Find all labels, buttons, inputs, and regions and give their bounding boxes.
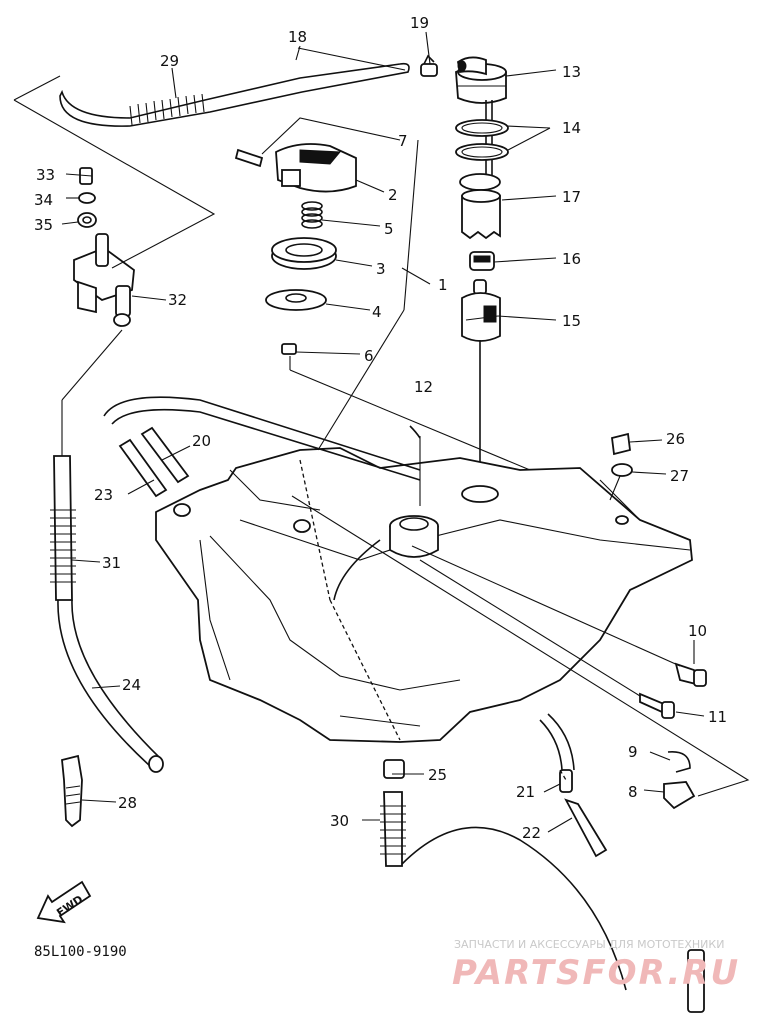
fwd-arrow-icon: FWD [36, 880, 92, 924]
callout-6: 6 [364, 347, 374, 365]
callout-26: 26 [666, 430, 685, 448]
hoses-left [50, 426, 190, 828]
leader-lines [13, 75, 750, 797]
callout-35: 35 [34, 216, 53, 234]
callout-7: 7 [398, 132, 408, 150]
callout-24: 24 [122, 676, 141, 694]
callout-21: 21 [516, 783, 535, 801]
callout-14: 14 [562, 119, 581, 137]
callout-13: 13 [562, 63, 581, 81]
vent-hose-29-18 [59, 62, 410, 127]
callout-12: 12 [414, 378, 433, 396]
callout-2: 2 [388, 186, 398, 204]
hose-30-ribs [380, 805, 406, 855]
callout-34: 34 [34, 191, 53, 209]
watermark-tagline: ЗАПЧАСТИ И АКСЕССУАРЫ ДЛЯ МОТОТЕХНИКИ [454, 938, 724, 951]
callout-11: 11 [708, 708, 727, 726]
callout-23: 23 [94, 486, 113, 504]
callout-32: 32 [168, 291, 187, 309]
sender-parts [234, 143, 357, 355]
callout-25: 25 [428, 766, 447, 784]
callout-10: 10 [688, 622, 707, 640]
watermark-brand: PARTSFOR.RU [452, 953, 740, 993]
diagram-code: 85L100-9190 [34, 944, 127, 960]
clip-19 [420, 54, 438, 77]
callout-15: 15 [562, 312, 581, 330]
callout-leaders [61, 31, 705, 833]
callout-30: 30 [330, 812, 349, 830]
callout-labels: 1 2 3 4 5 6 7 8 9 10 11 12 13 14 15 16 1… [34, 14, 727, 842]
fuel-cock-assembly [73, 167, 135, 327]
watermark: ЗАПЧАСТИ И АКСЕССУАРЫ ДЛЯ МОТОТЕХНИКИ PA… [452, 938, 740, 993]
callout-1: 1 [438, 276, 448, 294]
callout-8: 8 [628, 783, 638, 801]
callout-17: 17 [562, 188, 581, 206]
hoses-bottom [380, 759, 705, 1013]
callout-4: 4 [372, 303, 382, 321]
callout-33: 33 [36, 166, 55, 184]
callout-20: 20 [192, 432, 211, 450]
callout-5: 5 [384, 220, 394, 238]
callout-22: 22 [522, 824, 541, 842]
callout-3: 3 [376, 260, 386, 278]
fuel-tank-body [155, 447, 693, 771]
callout-29: 29 [160, 52, 179, 70]
callout-27: 27 [670, 467, 689, 485]
bolts-and-fasteners [409, 425, 707, 810]
callout-9: 9 [628, 743, 638, 761]
callout-31: 31 [102, 554, 121, 572]
spring-5 [301, 201, 323, 229]
callout-18: 18 [288, 28, 307, 46]
callout-19: 19 [410, 14, 429, 32]
callout-28: 28 [118, 794, 137, 812]
filler-cap-assembly [455, 56, 509, 480]
overflow-tube [103, 396, 421, 481]
hose-corrugated-section [129, 93, 205, 126]
hose-31-ribs [50, 509, 76, 583]
callout-16: 16 [562, 250, 581, 268]
